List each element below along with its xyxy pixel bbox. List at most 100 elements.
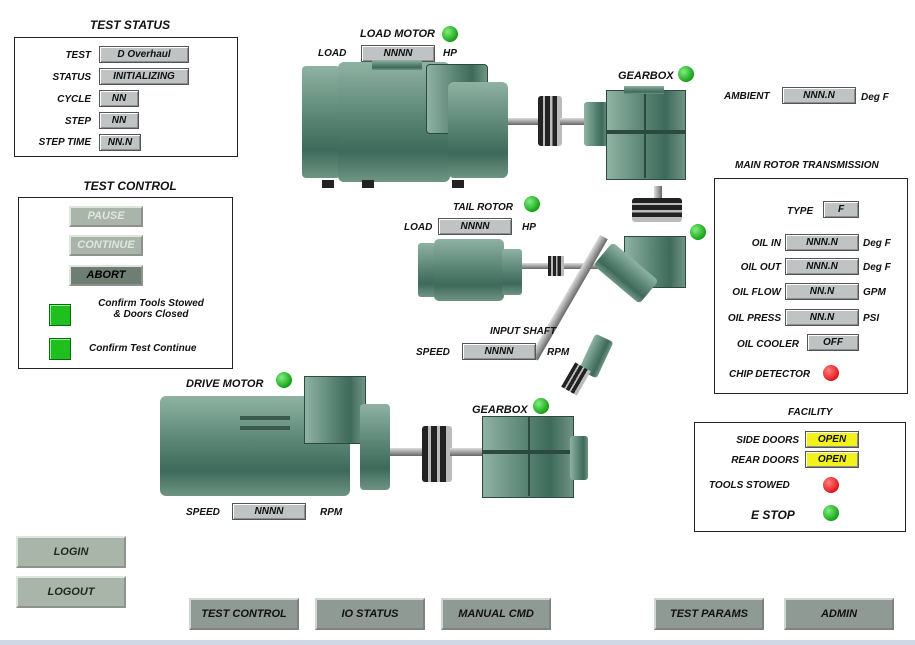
oil-press-unit: PSI	[863, 313, 880, 324]
main-rotor-title: MAIN ROTOR TRANSMISSION	[735, 160, 879, 171]
side-doors-value: OPEN	[805, 431, 859, 448]
test-label: TEST	[65, 50, 91, 61]
step-time-value: NN.N	[99, 134, 141, 151]
input-shaft-speed-label: SPEED	[416, 347, 450, 358]
gearbox-bottom-graphic	[482, 416, 588, 498]
ambient-value: NNN.N	[782, 87, 856, 104]
gearbox-bottom-title: GEARBOX	[472, 404, 528, 416]
vertical-shaft-top	[654, 186, 662, 200]
tail-rotor-title: TAIL ROTOR	[453, 202, 513, 213]
confirm-tools-line1: Confirm Tools Stowed	[98, 298, 204, 309]
step-time-label: STEP TIME	[38, 137, 91, 148]
confirm-continue-button[interactable]	[49, 338, 71, 360]
oil-cooler-value: OFF	[807, 334, 859, 351]
tail-rotor-unit: HP	[522, 222, 536, 233]
oil-flow-label: OIL FLOW	[732, 287, 781, 298]
abort-button[interactable]: ABORT	[69, 265, 143, 286]
test-control-title: TEST CONTROL	[83, 179, 177, 193]
drive-motor-coupling	[422, 426, 452, 482]
oil-in-label: OIL IN	[751, 238, 781, 249]
oil-out-value: NNN.N	[785, 258, 859, 275]
drive-motor-status-light	[276, 372, 292, 388]
step-value: NN	[99, 112, 139, 129]
status-label: STATUS	[52, 72, 91, 83]
tools-stowed-label: TOOLS STOWED	[709, 480, 790, 491]
tail-rotor-status-light	[524, 196, 540, 212]
side-doors-label: SIDE DOORS	[736, 435, 799, 446]
nav-test-params-button[interactable]: TEST PARAMS	[654, 598, 764, 630]
confirm-tools-label: Confirm Tools Stowed & Doors Closed	[81, 298, 221, 320]
bottom-border	[0, 640, 915, 645]
input-shaft-speed-value: NNNN	[462, 343, 536, 360]
ambient-unit: Deg F	[861, 92, 889, 103]
oil-cooler-label: OIL COOLER	[736, 339, 799, 350]
chip-detector-label: CHIP DETECTOR	[729, 369, 811, 380]
status-value: INITIALIZING	[99, 68, 189, 85]
nav-manual-cmd-button[interactable]: MANUAL CMD	[441, 598, 551, 630]
oil-flow-value: NN.N	[785, 283, 859, 300]
pause-button[interactable]: PAUSE	[69, 206, 143, 227]
facility-panel: SIDE DOORS OPEN REAR DOORS OPEN TOOLS ST…	[694, 422, 906, 532]
estop-light	[823, 505, 839, 521]
rear-doors-label: REAR DOORS	[731, 455, 799, 466]
main-rotor-panel: TYPE F OIL IN NNN.N Deg F OIL OUT NNN.N …	[714, 178, 908, 394]
test-status-panel: TEST D Overhaul STATUS INITIALIZING CYCL…	[14, 37, 238, 157]
oil-in-value: NNN.N	[785, 234, 859, 251]
gearbox-bottom-status-light	[533, 398, 549, 414]
oil-in-unit: Deg F	[863, 238, 891, 249]
type-label: TYPE	[787, 206, 814, 217]
oil-out-unit: Deg F	[863, 262, 891, 273]
load-motor-coupling	[538, 96, 562, 146]
drive-motor-speed-value: NNNN	[232, 503, 306, 520]
ambient-label: AMBIENT	[724, 91, 770, 102]
login-button[interactable]: LOGIN	[16, 536, 126, 568]
type-value: F	[823, 201, 859, 218]
gearbox-top-shaft	[560, 118, 586, 125]
load-motor-title: LOAD MOTOR	[360, 28, 435, 40]
chip-detector-light	[823, 365, 839, 381]
tail-rotor-load-value: NNNN	[438, 218, 512, 235]
cycle-value: NN	[99, 90, 139, 107]
drive-motor-unit: RPM	[320, 507, 343, 518]
confirm-continue-label: Confirm Test Continue	[89, 343, 197, 354]
load-motor-load-label: LOAD	[318, 48, 347, 59]
gearbox-top-graphic	[584, 86, 690, 186]
step-label: STEP	[64, 116, 91, 127]
test-control-panel: PAUSE CONTINUE ABORT Confirm Tools Stowe…	[18, 197, 233, 369]
logout-button[interactable]: LOGOUT	[16, 576, 126, 608]
nav-test-control-button[interactable]: TEST CONTROL	[189, 598, 299, 630]
tail-rotor-load-label: LOAD	[404, 222, 433, 233]
load-motor-shaft	[508, 118, 540, 125]
load-motor-status-light	[442, 26, 458, 42]
rear-doors-value: OPEN	[805, 451, 859, 468]
gearbox-bottom-shaft	[450, 448, 484, 456]
tail-rotor-coupling	[548, 256, 564, 276]
tools-stowed-light	[823, 477, 839, 493]
drive-motor-shaft	[390, 448, 424, 456]
test-value: D Overhaul	[99, 46, 189, 63]
estop-label: E STOP	[751, 508, 795, 522]
input-shaft-unit: RPM	[547, 347, 570, 358]
nav-io-status-button[interactable]: IO STATUS	[315, 598, 425, 630]
tail-rotor-graphic	[418, 237, 528, 307]
drive-motor-graphic	[160, 376, 398, 498]
drive-motor-speed-label: SPEED	[186, 507, 220, 518]
facility-title: FACILITY	[788, 407, 833, 418]
confirm-tools-button[interactable]	[49, 304, 71, 326]
main-rotor-coupling	[632, 198, 682, 222]
input-shaft-title: INPUT SHAFT	[490, 326, 557, 337]
nav-admin-button[interactable]: ADMIN	[784, 598, 894, 630]
main-rotor-status-light	[690, 224, 706, 240]
continue-button[interactable]: CONTINUE	[69, 235, 143, 256]
oil-flow-unit: GPM	[863, 287, 886, 298]
confirm-tools-line2: & Doors Closed	[113, 309, 189, 320]
gearbox-top-status-light	[678, 66, 694, 82]
oil-press-label: OIL PRESS	[727, 313, 781, 324]
test-status-title: TEST STATUS	[89, 18, 171, 32]
oil-press-value: NN.N	[785, 309, 859, 326]
load-motor-graphic	[302, 60, 517, 188]
cycle-label: CYCLE	[57, 94, 91, 105]
gearbox-top-title: GEARBOX	[618, 70, 674, 82]
drive-motor-title: DRIVE MOTOR	[186, 378, 264, 390]
oil-out-label: OIL OUT	[740, 262, 781, 273]
